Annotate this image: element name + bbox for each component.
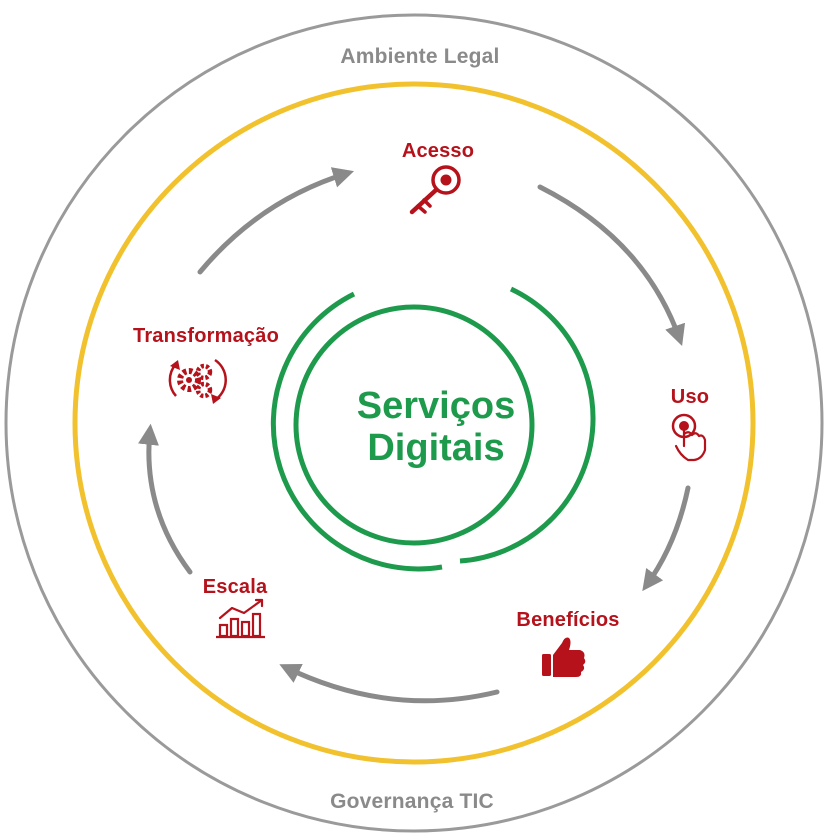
arrow-transformacao-to-acesso	[197, 167, 355, 275]
center-title: Serviços Digitais	[357, 385, 515, 469]
center-inner-ring	[293, 304, 535, 546]
thumbs-up-icon	[542, 637, 586, 677]
arrow-beneficios-to-escala	[279, 663, 500, 704]
stage-label-beneficios: Benefícios	[516, 609, 620, 631]
center-outer-arc-right	[459, 286, 596, 564]
outer-ring-top-label: Ambiente Legal	[340, 45, 500, 68]
growth-chart-icon	[216, 598, 265, 639]
center-outer-arc-left	[270, 291, 443, 572]
outer-ring	[4, 13, 824, 833]
stage-label-transformacao: Transformação	[133, 325, 279, 347]
gears-cycle-icon	[168, 358, 227, 404]
stage-label-uso: Uso	[670, 386, 710, 408]
arrow-uso-to-beneficios	[642, 485, 691, 592]
arrow-acesso-to-uso	[537, 184, 686, 346]
stage-label-acesso: Acesso	[401, 140, 475, 162]
center-title-line2: Digitais	[367, 427, 505, 469]
arrow-escala-to-transformacao	[138, 423, 193, 575]
outer-ring-bottom-label: Governança TIC	[330, 790, 494, 813]
center-title-line1: Serviços	[356, 385, 516, 427]
touch-hand-icon	[671, 413, 707, 462]
key-icon	[409, 165, 461, 215]
stage-label-escala: Escala	[202, 576, 268, 598]
middle-ring	[72, 81, 756, 765]
